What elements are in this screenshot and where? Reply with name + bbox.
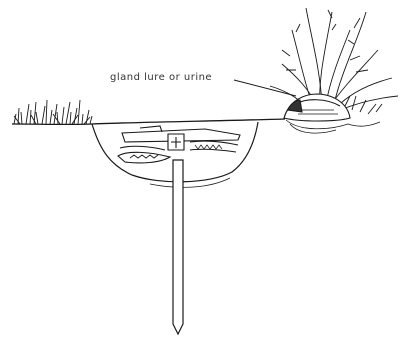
buried-trap xyxy=(118,126,240,163)
callout-leader-line xyxy=(234,80,296,96)
ground-line xyxy=(12,119,285,124)
callout-label: gland lure or urine xyxy=(110,72,212,83)
left-grass-tuft xyxy=(14,100,92,124)
trap-stake xyxy=(173,160,183,334)
